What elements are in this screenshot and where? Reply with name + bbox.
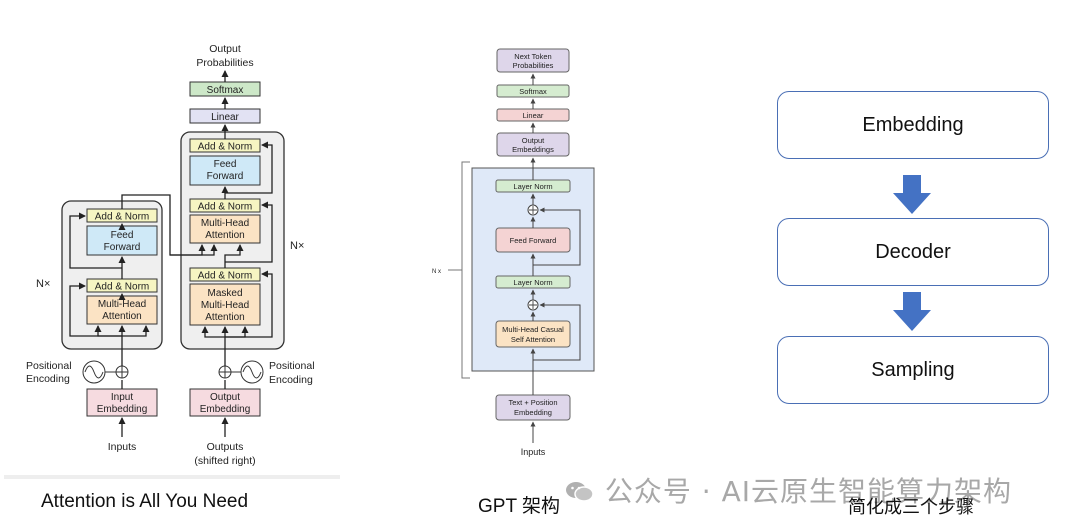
gpt-next-token (496, 48, 570, 73)
gpt-softmax-label: Softmax (519, 87, 547, 96)
decoder-masked-attention (189, 283, 261, 326)
encoder-add-norm-top-label: Add & Norm (95, 212, 149, 223)
decoder-mha-line2: Attention (205, 230, 244, 241)
output-prob-line1: Output (209, 43, 241, 55)
gpt-out-emb-line2: Embeddings (512, 145, 554, 154)
output-prob-line2: Probabilities (196, 57, 253, 69)
output-emb-line2: Embedding (200, 404, 251, 415)
step-decoder: Decoder (777, 218, 1049, 286)
gpt-diagram: N x Next Token Probabilities Softmax Lin… (432, 48, 595, 457)
gpt-ff-label: Feed Forward (510, 236, 557, 245)
step-embedding: Embedding (777, 91, 1049, 159)
gpt-inputs-label: Inputs (521, 447, 546, 457)
outputs-line1: Outputs (207, 441, 244, 453)
decoder-add-norm-2-label: Add & Norm (198, 202, 252, 213)
decoder-pos-enc-line2: Encoding (269, 374, 313, 386)
encoder-arrows (69, 194, 218, 437)
masked-line3: Attention (205, 312, 244, 323)
watermark-text: 公众号 · AI云原生智能算力架构 (604, 475, 1013, 508)
outputs-line2: (shifted right) (194, 455, 255, 467)
input-embedding (86, 388, 158, 417)
transformer-linear-label: Linear (211, 112, 239, 123)
decoder-add-norm-3-label: Add & Norm (198, 271, 252, 282)
gpt-tp-line2: Embedding (514, 408, 552, 417)
encoder-mha-line2: Attention (102, 311, 141, 322)
step-sampling: Sampling (777, 336, 1049, 404)
encoder-ff-line1: Feed (111, 230, 134, 241)
gpt-arrows (530, 73, 581, 443)
caption-attention: Attention is All You Need (41, 491, 249, 512)
decoder-mha-line1: Multi-Head (201, 218, 249, 229)
decoder-feed-forward (189, 155, 261, 186)
down-arrow-1-icon (893, 175, 931, 214)
step-arrows (893, 175, 931, 331)
decoder-ff-line2: Forward (207, 171, 244, 182)
encoder-block (61, 200, 163, 350)
watermark: 公众号 · AI云原生智能算力架构 (565, 470, 1012, 510)
down-arrow-2-icon (893, 292, 931, 331)
input-emb-line1: Input (111, 392, 133, 403)
decoder-multi-head-attention (189, 214, 261, 244)
encoder-add-norm-bottom-label: Add & Norm (95, 282, 149, 293)
inputs-label: Inputs (108, 441, 137, 453)
gpt-tp-line1: Text + Position (509, 398, 558, 407)
encoder-pos-enc-line1: Positional (26, 360, 72, 372)
caption-gpt: GPT 架构 (478, 496, 560, 517)
gpt-next-token-line2: Probabilities (513, 61, 554, 70)
encoder-ff-line2: Forward (104, 242, 141, 253)
transformer-diagram: Add & Norm Feed Forward Add & Norm Multi… (4, 12, 340, 479)
decoder-pos-enc-line1: Positional (269, 360, 315, 372)
gpt-next-token-line1: Next Token (514, 52, 551, 61)
decoder-ff-line1: Feed (214, 159, 237, 170)
gpt-attn-line2: Self Attention (511, 335, 555, 344)
input-emb-line2: Embedding (97, 404, 148, 415)
gpt-nx-bracket (461, 161, 470, 379)
decoder-arrows (201, 70, 273, 437)
decoder-nx-label: N× (290, 240, 304, 252)
gpt-nx-label: N x (432, 269, 441, 275)
masked-line2: Multi-Head (201, 300, 249, 311)
gpt-layer-norm-top-label: Layer Norm (513, 182, 552, 191)
gpt-layer-norm-bottom-label: Layer Norm (513, 278, 552, 287)
decoder-add-norm-1-label: Add & Norm (198, 142, 252, 153)
encoder-mha-line1: Multi-Head (98, 299, 146, 310)
output-emb-line1: Output (210, 392, 240, 403)
transformer-softmax-label: Softmax (207, 85, 244, 96)
masked-line1: Masked (207, 288, 242, 299)
wechat-icon (565, 478, 595, 502)
caption-three-steps: 简化成三个步骤 (848, 497, 974, 518)
encoder-nx-label: N× (36, 278, 50, 290)
encoder-pos-enc-line2: Encoding (26, 373, 70, 385)
gpt-attn-line1: Multi-Head Casual (502, 325, 564, 334)
gpt-out-emb-line1: Output (522, 136, 545, 145)
gpt-linear-label: Linear (523, 111, 544, 120)
